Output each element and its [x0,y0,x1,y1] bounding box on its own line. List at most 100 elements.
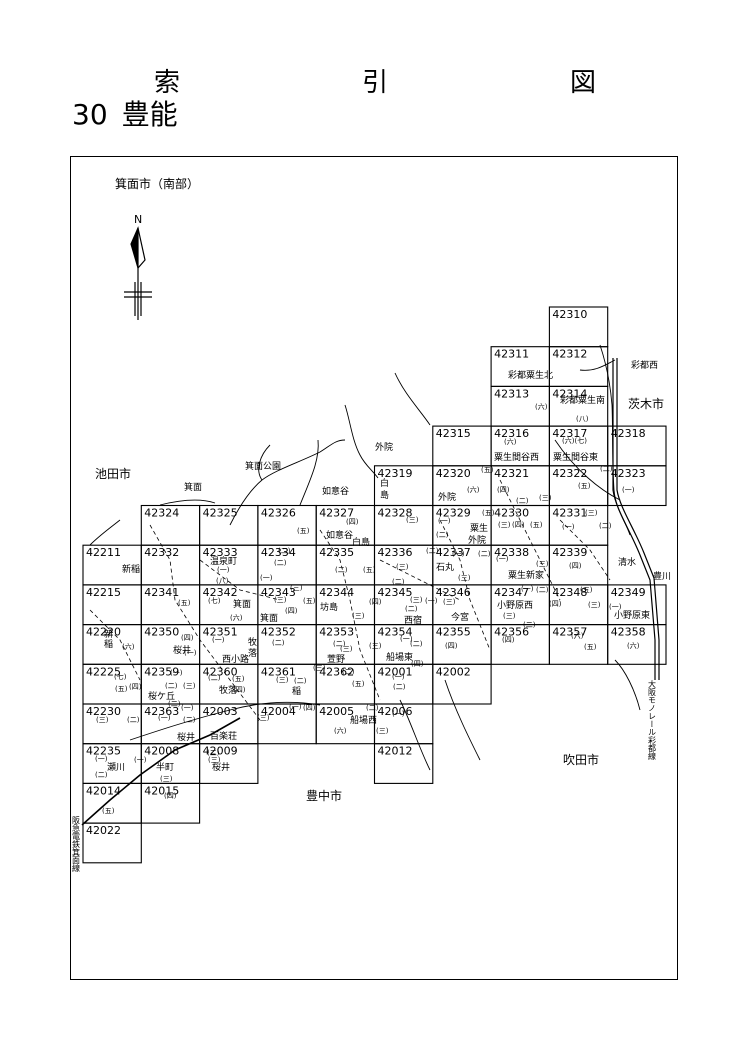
chome-label: (三) [183,682,196,690]
chome-label: (二) [95,771,108,779]
chome-label: (五) [232,675,245,683]
map-cell-42215[interactable]: 42215 [82,584,142,626]
map-cell-42361[interactable]: 42361 [257,663,317,705]
map-cell-id: 42333 [203,546,238,559]
railway-label: 阪急電鉄箕面線 [72,816,81,872]
chome-label: (二) [165,682,178,690]
map-cell-id: 42354 [378,626,413,639]
place-label: 外院 [438,491,456,503]
chome-label: (一) [181,704,194,712]
place-label: 百楽荘 [210,730,237,742]
place-label: 新 [104,628,113,640]
map-cell-id: 42346 [436,586,471,599]
place-label: 稲 [292,685,301,697]
place-label: 西宿 [404,614,422,626]
map-cell-id: 42324 [144,507,179,520]
region-label: 豊中市 [306,788,342,803]
region-label: 茨木市 [628,396,664,411]
chome-label: (三) [257,714,270,722]
chome-label: (六) [467,485,480,494]
chome-label: (一) [438,517,451,525]
chome-label: (三) [340,645,353,653]
place-label: 如意谷 [322,485,349,497]
chome-label: (六) [122,642,135,651]
chome-label: (四) [164,792,177,800]
map-cell-id: 42350 [144,626,179,639]
place-label: 小野原西 [497,600,533,611]
map-cell-42015[interactable]: 42015 [140,782,201,824]
map-cell-42328[interactable]: 42328 [373,504,434,546]
map-cell-42002[interactable]: 42002 [432,663,492,705]
chome-label: (三) [276,676,289,684]
map-cell-42022[interactable]: 42022 [82,822,142,864]
chome-label: (三) [406,516,419,524]
map-cell-id: 42235 [86,745,121,758]
map-cell-id: 42345 [378,586,413,599]
place-label: 石丸 [436,561,454,573]
map-cell-id: 42336 [378,546,413,559]
place-label: 牧 [248,636,257,648]
place-label: 坊島 [320,601,338,613]
map-cell-42012[interactable]: 42012 [373,743,434,784]
map-cell-id: 42314 [552,387,587,400]
map-cell-42352[interactable]: 42352 [257,624,317,665]
chome-label: (二) [405,605,418,613]
chome-label: (二) [600,465,613,473]
chome-label: (三) [160,775,173,783]
map-cell-id: 42001 [378,665,413,678]
chome-label: (四) [129,683,142,691]
map-cell-42323[interactable]: 42323 [607,465,667,507]
map-cell-border [432,663,492,705]
map-cell-42356[interactable]: 42356 [490,624,550,665]
map-cell-id: 42353 [319,626,354,639]
chome-label: (一) [496,555,509,563]
chome-label: (一) [260,574,273,582]
map-cell-id: 42332 [144,546,179,559]
map-cell-42350[interactable]: 42350 [140,624,201,665]
place-label: 温泉町 [210,555,237,567]
map-cell-42341[interactable]: 42341 [140,584,201,626]
chome-label: (一) [521,585,534,593]
place-label: 外院 [375,441,393,453]
place-label: 船場東 [386,651,413,663]
map-cell-id: 42012 [378,745,413,758]
map-cell-42312[interactable]: 42312 [548,346,609,387]
chome-label: (二) [426,547,439,555]
chome-label: (四) [181,634,194,642]
place-label: 落 [248,647,257,659]
map-cell-42360[interactable]: 42360 [199,663,259,705]
map-cell-42315[interactable]: 42315 [432,425,492,467]
chome-label: (三) [410,596,423,604]
map-cell-id: 42358 [611,626,646,639]
map-cell-42357[interactable]: 42357 [548,624,609,665]
map-cell-id: 42323 [611,467,646,480]
chome-label: (二) [366,704,379,712]
place-label: 桜井 [173,644,191,656]
chome-label: (八) [576,415,589,423]
place-label: 萱野 [327,653,345,665]
map-cell-42355[interactable]: 42355 [432,624,492,665]
place-label: 彩都西 [631,360,658,371]
map-cell-42325[interactable]: 42325 [199,504,259,546]
map-cell-42326[interactable]: 42326 [257,504,317,546]
map-cell-42358[interactable]: 42358 [607,624,667,665]
map-cell-border [607,465,667,507]
chome-label: (二) [127,716,140,724]
chome-label: (四) [502,636,515,644]
map-cell-id: 42004 [261,705,296,718]
chome-label: (三) [274,596,287,604]
place-label: 清水 [618,556,636,568]
section-name: 豊能 [121,98,178,131]
chome-label: (六) [535,402,548,411]
chome-label: (四) [303,704,316,712]
map-frame [70,156,678,980]
map-cell-id: 42318 [611,427,646,440]
place-label: 瀬川 [107,761,125,773]
map-cell-42009[interactable]: 42009 [199,743,259,784]
chome-label: (二) [516,497,529,505]
map-cell-id: 42355 [436,626,471,639]
place-label: 粟生新家 [508,569,544,581]
map-cell-42310[interactable]: 42310 [548,306,609,348]
